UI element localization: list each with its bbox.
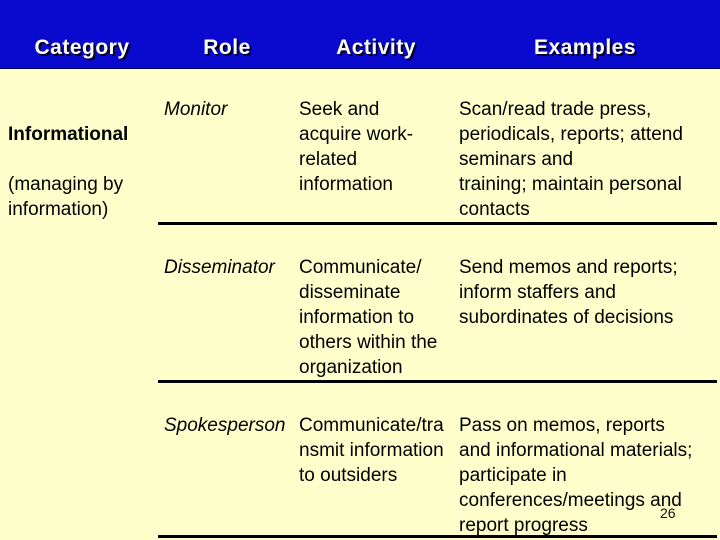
- role-cell-spokesperson: Spokesperson: [164, 415, 286, 436]
- activity-cell-disseminator: Communicate/ disseminate information to …: [299, 257, 438, 378]
- activity-cell-spokesperson: Communicate/tra nsmit information to out…: [299, 415, 444, 486]
- role-cell-monitor: Monitor: [164, 99, 228, 120]
- column-header-role: Role: [203, 36, 251, 59]
- examples-cell-spokesperson: Pass on memos, reports and informational…: [459, 415, 693, 536]
- header-banner: [0, 0, 720, 69]
- examples-cell-monitor: Scan/read trade press, periodicals, repo…: [459, 99, 683, 220]
- row-divider-1: [158, 222, 717, 225]
- page-number: 26: [660, 505, 676, 521]
- category-title: Informational: [8, 124, 129, 145]
- examples-cell-disseminator: Send memos and reports; inform staffers …: [459, 257, 678, 328]
- column-header-category: Category: [34, 36, 130, 59]
- row-divider-2: [158, 380, 717, 383]
- activity-cell-monitor: Seek and acquire work- related informati…: [299, 99, 414, 195]
- category-cell: Informational (managing by information): [8, 97, 158, 222]
- column-header-examples: Examples: [533, 36, 637, 59]
- row-divider-3: [158, 535, 717, 538]
- role-cell-disseminator: Disseminator: [164, 257, 275, 278]
- column-header-activity: Activity: [336, 36, 416, 59]
- category-subtitle: (managing by information): [8, 174, 124, 220]
